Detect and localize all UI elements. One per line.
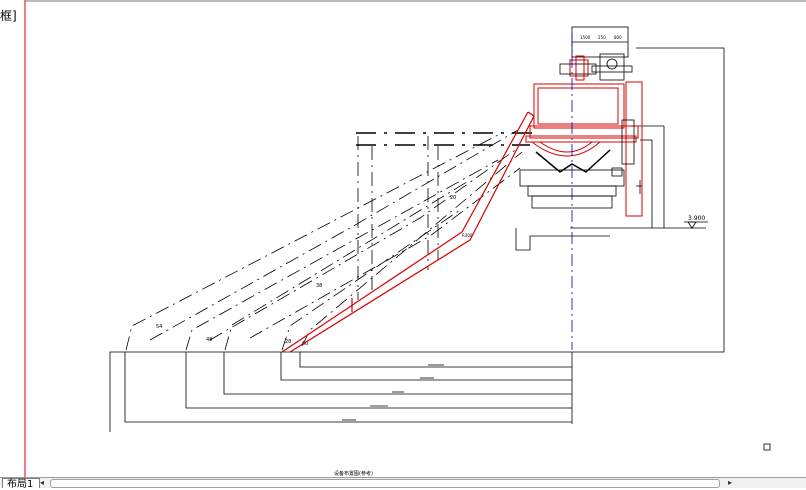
leg-label-28: 28 [285,339,291,345]
black-drive-parts [535,53,635,173]
ucs-square [763,443,771,451]
leg-label-38: 38 [316,283,322,289]
viewport-label[interactable]: 框] [0,9,17,23]
column-supports [357,136,439,300]
top-dimension-text: 1500 250 800 [580,35,622,40]
scroll-left-icon[interactable]: ◂ [40,478,45,487]
top-dim-3: 800 [614,35,622,40]
red-mechanism [525,55,643,217]
drawing-title: 设备布置图(参考) [334,471,373,477]
scroll-right-icon[interactable]: ▸ [728,478,733,487]
leg-label-48: 48 [206,337,212,343]
top-dim-1: 1500 [580,35,591,40]
dimension-text-marks [342,364,444,421]
top-dim-2: 250 [598,35,606,40]
radius-label: R300 [462,233,473,238]
dimension-lines [109,47,725,432]
elevation-marker [684,221,708,229]
layout-tab-bar: 布局1 ◂ ▸ [0,477,806,490]
leg-label-54: 54 [156,324,162,330]
machine-frame [515,26,706,251]
red-chute [281,111,535,353]
cad-drawing-canvas[interactable]: 54 48 38 28 20 60 R300 1500 250 800 [0,0,806,477]
elevation-label: 3.900 [688,215,705,222]
tab-layout1[interactable]: 布局1 [2,478,41,490]
leg-label-20: 20 [450,195,456,201]
leg-label-60: 60 [302,341,308,347]
top-beam [356,132,536,146]
conveyor-legs [125,129,523,351]
